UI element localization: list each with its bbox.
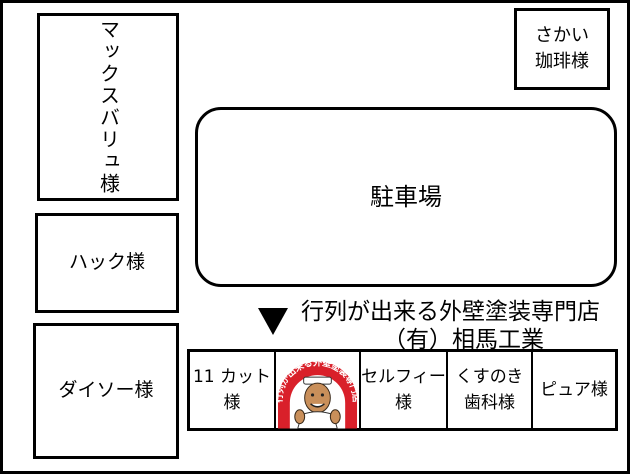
parking-lot: 駐車場 xyxy=(195,107,617,287)
building-max-subaru-label: マックスバリュ様 xyxy=(96,19,121,195)
building-hack: ハック様 xyxy=(35,213,179,313)
building-sakai-coffee-label: さかい 珈琲様 xyxy=(535,24,589,72)
highlight-headline: 行列が出来る外壁塗装専門店 xyxy=(301,299,600,325)
shop-pure: ピュア様 xyxy=(533,352,615,428)
shop-cut-11: 11 カット 様 xyxy=(190,352,276,428)
highlight-company: （有）相馬工業 xyxy=(383,327,544,353)
shop-row: 11 カット 様 行列が出来る外壁塗装専門店 xyxy=(187,349,618,431)
shop-kusunoki-dental-label: くすのき 歯科様 xyxy=(455,366,524,413)
shop-soma-kogyo: 行列が出来る外壁塗装専門店 xyxy=(276,352,361,429)
parking-lot-label: 駐車場 xyxy=(370,182,442,211)
location-marker-icon xyxy=(258,308,288,335)
shop-pure-label: ピュア様 xyxy=(540,379,608,400)
company-logo-icon: 行列が出来る外壁塗装専門店 xyxy=(276,356,359,429)
shop-selfie: セルフィー 様 xyxy=(361,352,448,428)
building-hack-label: ハック様 xyxy=(68,251,145,274)
shop-cut-11-label: 11 カット 様 xyxy=(192,366,272,413)
building-max-subaru: マックスバリュ様 xyxy=(37,13,179,201)
shop-kusunoki-dental: くすのき 歯科様 xyxy=(448,352,533,428)
building-sakai-coffee: さかい 珈琲様 xyxy=(514,8,610,90)
shop-selfie-label: セルフィー 様 xyxy=(361,366,446,413)
building-daiso-label: ダイソー様 xyxy=(58,379,154,402)
building-daiso: ダイソー様 xyxy=(33,323,179,459)
